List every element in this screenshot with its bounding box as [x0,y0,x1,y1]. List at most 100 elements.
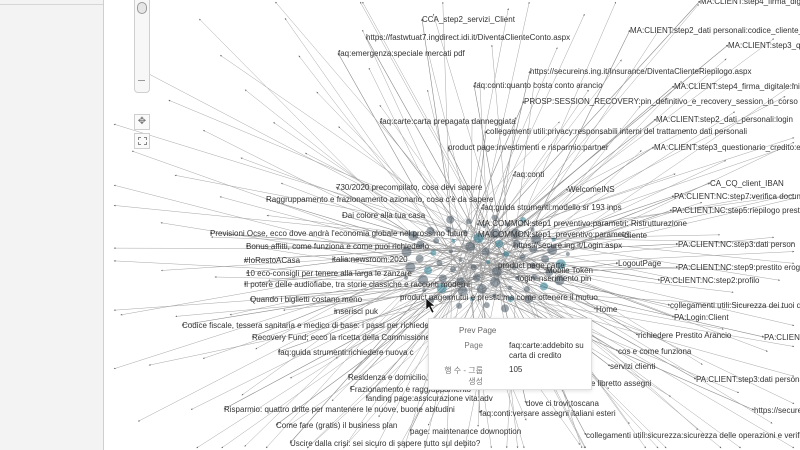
graph-node[interactable] [445,295,450,300]
graph-node[interactable] [436,260,443,267]
graph-node[interactable] [416,240,425,249]
graph-node-label[interactable]: collegamenti utili:sicurezza:sicurezza d… [586,431,800,440]
graph-node-label[interactable]: #IoRestoACasa [244,256,301,265]
graph-node[interactable] [531,234,542,245]
graph-node-label[interactable]: PA:CLIENT:NC:step9:prestito erogato:co [678,263,800,272]
graph-node[interactable] [415,254,424,263]
graph-node-label[interactable]: collegamenti utili:privacy:responsabili … [486,127,747,136]
graph-node[interactable] [555,259,566,270]
graph-node-label[interactable]: https://fastwtuat7.ingdirect.idi.it/Dive… [366,33,570,42]
graph-node-label[interactable]: PA:CLIENT:NC:step2:profilo [660,276,760,285]
graph-node-label[interactable]: italia:newsroom:2020 [332,255,408,264]
graph-node[interactable] [465,241,476,252]
graph-node[interactable] [401,246,412,257]
graph-node[interactable] [465,218,472,225]
graph-node[interactable] [520,217,527,224]
graph-node[interactable] [418,274,429,285]
graph-node[interactable] [500,304,509,313]
graph-node[interactable] [490,228,501,239]
graph-node[interactable] [545,268,554,277]
graph-node-label[interactable]: login:inserimento pin [518,274,591,283]
graph-node-label[interactable]: faq:guida strumenti:modello sr 193 inps [482,203,622,212]
graph-node[interactable] [408,230,419,241]
graph-node-label[interactable]: faq:conti:versare assegni italiani ester… [480,409,616,418]
graph-node[interactable] [519,254,526,261]
graph-node[interactable] [446,215,455,224]
graph-node[interactable] [507,285,512,290]
zoom-slider-handle[interactable] [137,2,147,14]
graph-node[interactable] [451,238,456,243]
graph-node-label[interactable]: dove ci trovi:toscana [526,399,599,408]
graph-node-label[interactable]: Quando i biglietti costano meno [250,295,363,304]
graph-node-label[interactable]: product page:investimenti e risparmio:pa… [448,143,609,152]
graph-node-label[interactable]: https://secureins.ing.it/Insurance/Diven… [530,67,751,76]
graph-node-label[interactable]: PA:CLIENT:NC:step3:dati person [678,240,795,249]
graph-node-label[interactable]: faq:carte:carta prepagata danneggiata [380,117,516,126]
graph-node[interactable] [529,245,538,254]
graph-node-label[interactable]: PA:CLIENT:NC:step7:verifica documenti [674,192,800,201]
graph-node-label[interactable]: product page:carte [498,261,565,270]
graph-node-label[interactable]: richiedere Prestito Arancio [638,331,732,340]
graph-node[interactable] [463,229,468,234]
graph-node[interactable] [565,251,570,256]
graph-node-label[interactable]: 10 eco-consigli per tenere alla larga le… [246,269,412,278]
graph-node[interactable] [515,275,520,280]
graph-node[interactable] [445,226,452,233]
graph-node[interactable] [405,262,416,273]
graph-node[interactable] [470,297,475,302]
graph-node[interactable] [551,237,556,242]
graph-node-label[interactable]: MA:COMMON:step1_preventivo:parametri [478,230,629,239]
graph-node[interactable] [424,266,433,275]
graph-node[interactable] [539,282,548,291]
graph-node[interactable] [507,296,514,303]
graph-node-label[interactable]: Raggruppamento e frazionamento azionario… [266,195,494,204]
graph-node[interactable] [529,262,536,269]
graph-node-label[interactable]: faq:guida strumenti:richiedere nuova c [278,348,414,357]
graph-node-label[interactable]: PA:Login:Client [674,313,729,322]
graph-node-label[interactable]: MA:CLIENT:step4_firma_digital [700,0,800,6]
graph-node-label[interactable]: MA:CLIENT:step3_quest [728,41,800,50]
graph-node-label[interactable]: product page:mutui e prestiti:ma come ot… [400,293,598,302]
graph-node-label[interactable]: landing page:assicurazione vita:adv [366,394,493,403]
graph-node-label[interactable]: page: maintenance downoption [410,427,521,436]
graph-node[interactable] [531,274,538,281]
zoom-out-icon[interactable] [138,80,145,81]
graph-node[interactable] [422,288,427,293]
graph-node-label[interactable]: WelcomeINS [568,185,615,194]
graph-node-label[interactable]: MA:CLIENT:step4_firma_digitale:inizio_fi… [674,82,800,91]
graph-node-label[interactable]: Residenza e domicilio, quali [348,373,447,382]
graph-node-label[interactable]: PROSP:SESSION_RECOVERY:pin_definitivo_e_… [524,97,798,106]
zoom-slider[interactable] [134,0,150,93]
graph-node[interactable] [512,239,521,248]
graph-node-label[interactable]: MA:CLIENT:step3_questionario_credito:ela… [654,143,800,152]
graph-node[interactable] [524,295,533,304]
graph-node-label[interactable]: faq:conti [514,170,544,179]
graph-node-label[interactable]: MA:COMMON:step1 preventivo:parametri: Ri… [478,219,688,228]
graph-node-label[interactable]: CCA_step2_servizi_Client [422,15,516,24]
graph-node-label[interactable]: Codice fiscale, tessera sanitaria e medi… [182,321,435,330]
graph-node[interactable] [433,237,440,244]
graph-node[interactable] [547,244,558,255]
graph-node[interactable] [456,302,463,309]
graph-node-label[interactable]: Bonus affitti, come funziona e come puoi… [246,242,430,251]
graph-node-label[interactable]: CA_CQ_client_IBAN [710,179,784,188]
graph-node[interactable] [426,226,435,235]
graph-node-label[interactable]: Frazionamento e raggruppamento [350,385,472,394]
graph-node-label[interactable]: Previsioni Ocse, ecco dove andrà l'econo… [210,229,468,238]
graph-node[interactable] [492,293,497,298]
move-icon[interactable]: ✥ [134,114,150,130]
graph-node[interactable] [530,227,535,232]
graph-node[interactable] [472,273,481,282]
graph-node[interactable] [430,249,437,256]
graph-node[interactable] [483,302,490,309]
graph-node-label[interactable]: Dai colore alla tua casa [342,211,426,220]
graph-node-label[interactable]: PA:CLIENT:step4:richie [764,333,800,342]
graph-node[interactable] [476,283,487,294]
graph-node-label[interactable]: Recovery Fund, ecco la ricetta della Com… [252,333,443,342]
graph-node[interactable] [481,247,490,256]
network-graph[interactable]: CCA_step2_servizi_Client https://fastwtua… [104,0,800,450]
graph-node[interactable] [491,214,498,221]
graph-node[interactable] [438,274,447,283]
graph-node-label[interactable]: inserisci puk [334,307,379,316]
graph-node-label[interactable]: MA:CLIENT:step2_dati_personali:login [656,115,793,124]
